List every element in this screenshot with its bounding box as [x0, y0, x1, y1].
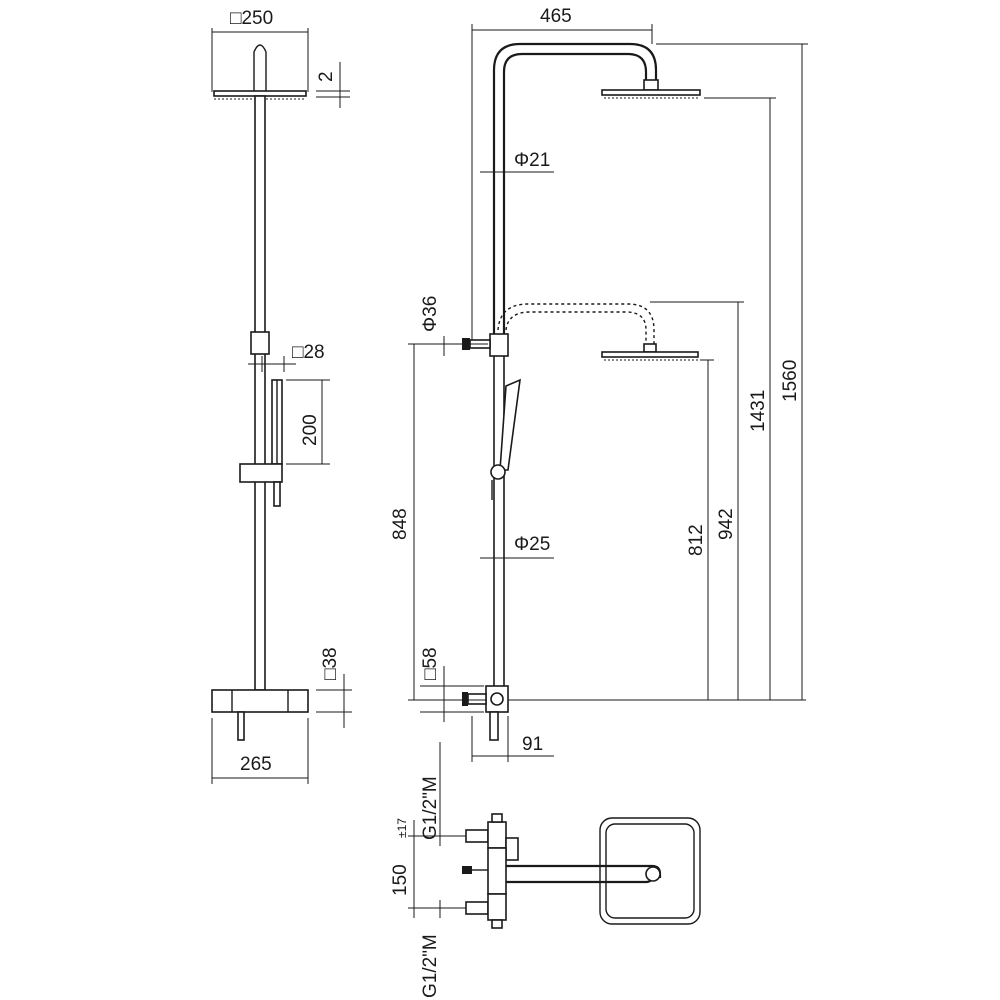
label-height-1431: 1431 [748, 390, 769, 432]
label-handshower-length: 200 [300, 414, 321, 446]
label-valve-block: □58 [420, 647, 441, 680]
label-riser-tube: Φ25 [514, 534, 550, 555]
lower-inlet-fitting [465, 893, 507, 929]
side-riser [493, 339, 505, 691]
label-mixer-height: □38 [320, 647, 341, 680]
dim-head-width: □250 [211, 8, 309, 92]
label-slider-size: □28 [292, 342, 325, 363]
label-inlet-bottom: G1/2"M [420, 934, 441, 998]
side-valve-block [462, 685, 509, 741]
label-arm-reach: 465 [540, 6, 572, 27]
dim-handshower-length: 200 [286, 379, 330, 465]
dim-height-1431: 1431 [704, 97, 776, 700]
label-head-thickness: 2 [316, 71, 337, 82]
dim-arm-tube: Φ21 [480, 150, 554, 173]
label-wall-offset: 91 [522, 734, 543, 755]
side-view: 465 Φ21 Φ36 [390, 6, 808, 762]
label-height-942: 942 [716, 508, 737, 540]
side-arm [492, 42, 658, 340]
dim-head-thickness: 2 [316, 62, 350, 108]
dim-mixer-height: □38 [316, 647, 352, 728]
label-height-848: 848 [390, 508, 411, 540]
dim-height-1560: 1560 [656, 43, 808, 700]
dim-height-848: 848 [390, 343, 488, 701]
label-inlet-spacing: 150 [390, 864, 411, 896]
side-holder [489, 333, 509, 357]
label-height-812: 812 [686, 524, 707, 556]
dim-inlet-bottom: G1/2"M [420, 900, 441, 998]
front-view: □250 2 □28 [211, 8, 352, 784]
dim-mixer-width: 265 [211, 718, 309, 784]
label-height-1560: 1560 [780, 360, 801, 402]
dim-valve-block: □58 [420, 647, 484, 722]
side-hand-shower [490, 378, 521, 500]
front-mixer [211, 689, 309, 741]
dim-holder-diameter: Φ36 [420, 296, 445, 356]
side-head-upper [601, 89, 701, 96]
dim-riser-tube: Φ25 [480, 534, 554, 559]
inlet-detail: G1/2"M 150 ±17 G1/2"M [390, 742, 701, 998]
side-head-lower [601, 351, 699, 358]
label-mixer-width: 265 [240, 754, 272, 775]
dim-inlet-top: G1/2"M [420, 742, 441, 846]
front-riser [254, 95, 266, 691]
dim-height-942: 942 [650, 301, 744, 700]
front-shower-head [213, 44, 307, 100]
front-coupler [250, 331, 270, 355]
upper-inlet-fitting [465, 813, 519, 861]
mixer-body-detail [462, 847, 662, 895]
label-inlet-tolerance: ±17 [395, 818, 409, 838]
dim-wall-offset: 91 [471, 716, 554, 762]
label-holder-diameter: Φ36 [420, 296, 441, 332]
label-inlet-top: G1/2"M [420, 776, 441, 840]
dim-inlet-spacing: 150 ±17 [390, 818, 470, 918]
front-hand-shower [239, 379, 283, 507]
dim-height-812: 812 [686, 359, 714, 700]
wall-plate [599, 817, 701, 925]
label-arm-tube: Φ21 [514, 150, 550, 171]
dim-slider: □28 [248, 342, 325, 372]
side-arm-lowered [497, 303, 655, 344]
label-head-width: □250 [230, 8, 273, 29]
dim-arm-reach: 465 [471, 6, 653, 340]
